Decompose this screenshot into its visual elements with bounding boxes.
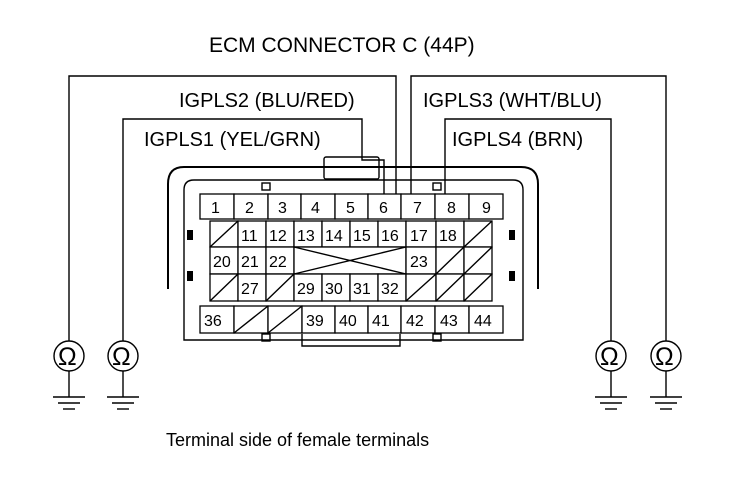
pin-11: 11 [241,228,258,245]
pin-3: 3 [278,200,287,217]
ohmmeter-igpls3: Ω [650,340,682,410]
ohm-icon: Ω [112,343,131,371]
pin-15: 15 [353,228,371,245]
pin-43: 43 [440,313,458,330]
pin-4: 4 [311,200,320,217]
probe-label-igpls3: IGPLS3 (WHT/BLU) [423,90,602,112]
ohmmeter-igpls4: Ω [595,340,627,410]
pin-32: 32 [381,281,399,298]
pin-5: 5 [346,200,355,217]
connector-grid: 11 12 13 14 15 16 17 18 20 21 22 23 27 2… [209,220,493,302]
connector-row-1: 1 2 3 4 5 6 7 8 9 [199,193,504,220]
pin-17: 17 [410,228,428,245]
pin-13: 13 [297,228,315,245]
pin-12: 12 [269,228,287,245]
probe-label-igpls2: IGPLS2 (BLU/RED) [179,90,355,112]
pin-36: 36 [204,313,222,330]
pin-39: 39 [306,313,324,330]
diagram-caption: Terminal side of female terminals [166,430,429,450]
pin-22: 22 [269,254,287,271]
pin-8: 8 [447,200,456,217]
pin-31: 31 [353,281,371,298]
ohmmeter-igpls1: Ω [107,340,139,410]
pin-9: 9 [482,200,491,217]
pin-14: 14 [325,228,343,245]
pin-6: 6 [379,200,388,217]
ohm-icon: Ω [655,343,674,371]
pin-27: 27 [241,281,259,298]
pin-20: 20 [213,254,231,271]
diagram-title: ECM CONNECTOR C (44P) [209,34,475,57]
pin-18: 18 [439,228,457,245]
pin-42: 42 [406,313,424,330]
connector-housing [167,156,539,347]
probe-label-igpls1: IGPLS1 (YEL/GRN) [144,129,321,151]
pin-29: 29 [297,281,315,298]
ohm-icon: Ω [58,343,77,371]
pin-16: 16 [381,228,399,245]
pin-2: 2 [245,200,254,217]
pin-1: 1 [211,200,220,217]
pin-44: 44 [474,313,492,330]
pin-40: 40 [339,313,357,330]
pin-41: 41 [372,313,390,330]
pin-30: 30 [325,281,343,298]
probe-label-igpls4: IGPLS4 (BRN) [452,129,583,151]
pin-21: 21 [241,254,259,271]
connector-row-5: 36 39 40 41 42 43 44 [199,305,504,334]
ohmmeter-igpls2: Ω [53,340,85,410]
pin-7: 7 [413,200,422,217]
ohm-icon: Ω [600,343,619,371]
pin-23: 23 [410,254,428,271]
